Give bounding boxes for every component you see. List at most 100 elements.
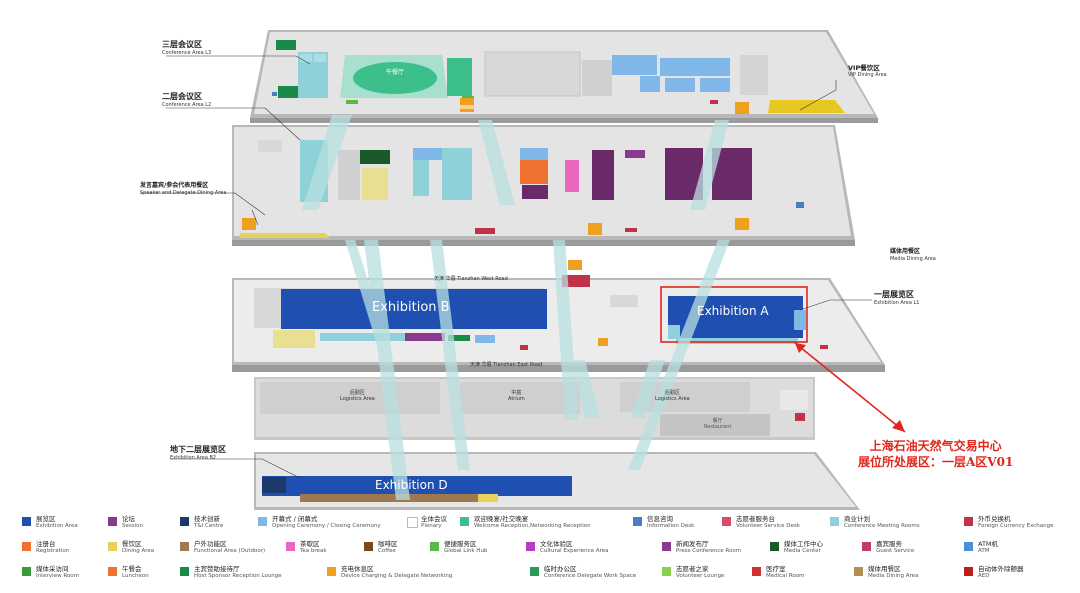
legend-label-en: T&I Centre xyxy=(194,523,224,529)
legend-label-zh: 咖啡区 xyxy=(378,540,398,548)
legend-label-zh: ATM机 xyxy=(978,540,999,548)
legend-swatch xyxy=(662,542,671,551)
legend-swatch xyxy=(526,542,535,551)
legend-swatch xyxy=(180,517,189,526)
legend-swatch xyxy=(22,517,31,526)
legend-label-zh: 商业计划 xyxy=(844,515,870,523)
legend-label-en: Cultural Experience Area xyxy=(540,548,609,554)
legend-label-zh: 新闻发布厅 xyxy=(676,540,709,548)
legend-swatch xyxy=(460,517,469,526)
legend-label-zh: 外币兑换机 xyxy=(978,515,1011,523)
legend-label-en: AED xyxy=(978,573,990,579)
exhibition-b-label: Exhibition B xyxy=(372,300,450,315)
legend-swatch xyxy=(258,517,267,526)
legend-label-en: Medical Room xyxy=(766,573,805,579)
legend-label-zh: 临时办公区 xyxy=(544,565,577,573)
legend-swatch xyxy=(407,517,418,528)
legend-label-zh: 论坛 xyxy=(122,515,135,523)
legend-swatch xyxy=(180,542,189,551)
legend-label-en: Registration xyxy=(36,548,70,554)
luncheon-hall xyxy=(353,62,437,94)
legend-label-zh: 注册台 xyxy=(36,540,56,548)
exhibition-d-label: Exhibition D xyxy=(375,478,448,492)
legend-label-zh: 充电休息区 xyxy=(341,565,374,573)
legend-label-zh: 便捷服务区 xyxy=(444,540,477,548)
legend-label-zh: 媒体工作中心 xyxy=(784,540,823,548)
legend-label-en: ATM xyxy=(978,548,990,554)
callout-text: 上海石油天然气交易中心 展位所处展区：一层A区V01 xyxy=(858,438,1013,470)
legend-swatch xyxy=(327,567,336,576)
legend-swatch xyxy=(22,567,31,576)
legend-swatch xyxy=(862,542,871,551)
legend-label-en: Press Conference Room xyxy=(676,548,742,554)
legend-label-en: Session xyxy=(122,523,143,529)
legend-label-zh: 户外功能区 xyxy=(194,540,227,548)
legend-label-zh: 信息咨询 xyxy=(647,515,673,523)
legend-swatch xyxy=(108,542,117,551)
legend-label-en: Conference Delegate Work Space xyxy=(544,573,637,579)
legend-label-en: Conference Meeting Rooms xyxy=(844,523,920,529)
legend-label-en: Media Dining Area xyxy=(868,573,919,579)
legend-swatch xyxy=(770,542,779,551)
svg-text:午餐厅: 午餐厅 xyxy=(386,68,404,76)
legend-label-en: Luncheon xyxy=(122,573,149,579)
legend-swatch xyxy=(964,542,973,551)
legend-label-en: Interview Room xyxy=(36,573,79,579)
legend-label-en: Global Link Hub xyxy=(444,548,488,554)
legend-swatch xyxy=(286,542,295,551)
legend-label-zh: 全体会议 xyxy=(421,515,447,523)
legend-label-en: Host Sponsor Reception Lounge xyxy=(194,573,282,579)
legend-swatch xyxy=(633,517,642,526)
escalators xyxy=(302,115,730,500)
legend-swatch xyxy=(662,567,671,576)
legend-label-en: Tea break xyxy=(300,548,327,554)
legend-label-en: Exhibition Area xyxy=(36,523,78,529)
legend-label-en: Foreign Currency Exchange xyxy=(978,523,1054,529)
legend-label-zh: 主宾赞助接待厅 xyxy=(194,565,240,573)
legend-swatch xyxy=(830,517,839,526)
floor-l3: 午餐厅 xyxy=(250,30,878,123)
legend-swatch xyxy=(722,517,731,526)
floor-b2 xyxy=(254,452,860,510)
south-street-label: 天津 华展 Tianzhan East Road xyxy=(470,362,543,368)
exhibition-b-hall xyxy=(281,289,547,329)
exhibition-a-label: Exhibition A xyxy=(697,304,769,318)
legend-label-zh: 自动体外除颤器 xyxy=(978,565,1024,573)
floor-b1 xyxy=(254,377,815,440)
legend-label-en: Plenary xyxy=(421,523,442,529)
legend-swatch xyxy=(430,542,439,551)
legend-label-en: Media Center xyxy=(784,548,821,554)
legend-label-zh: 嘉宾服务 xyxy=(876,540,902,548)
legend-label-zh: 媒体采访间 xyxy=(36,565,69,573)
legend-swatch xyxy=(180,567,189,576)
legend-swatch xyxy=(964,567,973,576)
